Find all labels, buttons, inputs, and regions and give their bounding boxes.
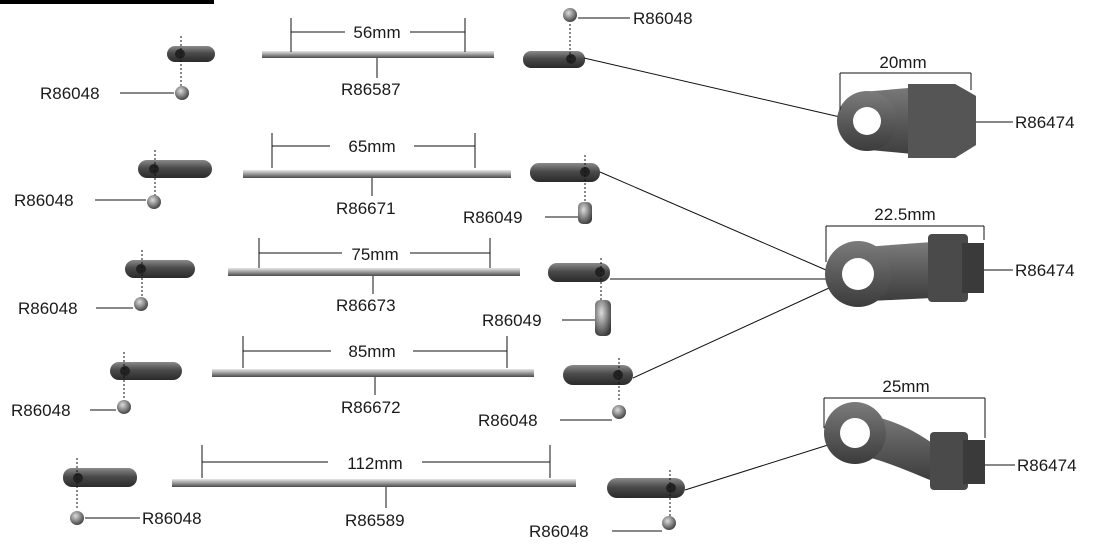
label-right-ball-4: R86048 xyxy=(478,411,538,430)
ball-stud-right-3 xyxy=(595,300,611,336)
dim-row-4: 85mm xyxy=(348,342,395,361)
label-left-ball-3: R86048 xyxy=(18,299,78,318)
header-bar xyxy=(0,0,214,4)
label-right-ball-3: R86049 xyxy=(482,311,542,330)
rod-end-detail-25mm: 25mm R86474 xyxy=(684,377,1077,491)
label-rod-2: R86671 xyxy=(336,199,396,218)
right-rod-end-5 xyxy=(607,470,685,518)
label-rod-1: R86587 xyxy=(341,80,401,99)
rod-5 xyxy=(172,479,576,487)
row-2: R86048 R86671 65mm R86049 xyxy=(14,133,600,227)
label-rod-end-22-5mm: R86474 xyxy=(1015,261,1075,280)
label-rod-end-25mm: R86474 xyxy=(1017,456,1077,475)
dim-row-1: 56mm xyxy=(353,23,400,42)
dim-row-3: 75mm xyxy=(351,245,398,264)
left-rod-end-1 xyxy=(167,36,215,88)
dim-row-2: 65mm xyxy=(348,137,395,156)
rod-end-20mm-drawing xyxy=(837,84,976,158)
ball-stud-left-2 xyxy=(147,195,161,209)
row-5: R86048 R86589 112mm R86048 xyxy=(63,445,685,541)
label-right-ball-2: R86049 xyxy=(463,208,523,227)
label-left-ball-5: R86048 xyxy=(142,509,202,528)
ball-stud-right-2 xyxy=(578,202,592,224)
right-rod-end-3 xyxy=(548,258,610,300)
label-rod-5: R86589 xyxy=(345,511,405,530)
ball-stud-right-4 xyxy=(612,405,626,419)
label-left-ball-4: R86048 xyxy=(11,401,71,420)
label-left-ball-2: R86048 xyxy=(14,191,74,210)
label-rod-4: R86672 xyxy=(341,398,401,417)
row-1: R86048 R86587 56mm R86048 xyxy=(40,8,693,103)
ball-stud-left-1 xyxy=(175,86,189,100)
rod-4 xyxy=(212,369,534,377)
rod-2 xyxy=(243,170,511,178)
row-3: R86048 R86673 75mm R86049 xyxy=(18,238,611,336)
ball-stud-right-5 xyxy=(662,516,676,530)
dim-rod-end-25mm: 25mm xyxy=(882,377,929,396)
right-rod-end-1 xyxy=(523,20,585,68)
right-rod-end-2 xyxy=(530,155,600,205)
rod-end-22-5mm-drawing xyxy=(825,234,984,307)
ball-stud-right-1 xyxy=(563,8,577,22)
label-right-ball-5: R86048 xyxy=(529,522,589,541)
dim-row-5: 112mm xyxy=(347,454,402,473)
right-rod-end-4 xyxy=(563,358,633,402)
label-rod-end-20mm: R86474 xyxy=(1015,113,1075,132)
left-rod-end-2 xyxy=(138,150,212,198)
dim-rod-end-22-5mm: 22.5mm xyxy=(874,205,935,224)
label-rod-3: R86673 xyxy=(336,296,396,315)
rod-end-25mm-drawing xyxy=(824,402,985,490)
rod-1 xyxy=(262,51,494,58)
left-rod-end-5 xyxy=(63,458,137,510)
ball-stud-left-4 xyxy=(117,400,131,414)
ball-stud-left-3 xyxy=(134,297,148,311)
rod-3 xyxy=(228,268,520,276)
row-4: R86048 R86672 85mm R86048 xyxy=(11,336,633,430)
ball-stud-left-5 xyxy=(70,511,84,525)
left-rod-end-4 xyxy=(110,352,182,402)
rod-end-detail-22-5mm: 22.5mm R86474 xyxy=(599,171,1075,379)
left-rod-end-3 xyxy=(125,250,195,298)
label-right-ball-1: R86048 xyxy=(633,9,693,28)
dim-rod-end-20mm: 20mm xyxy=(879,53,926,72)
label-left-ball-1: R86048 xyxy=(40,84,100,103)
rod-end-detail-20mm: 20mm R86474 xyxy=(583,53,1075,158)
